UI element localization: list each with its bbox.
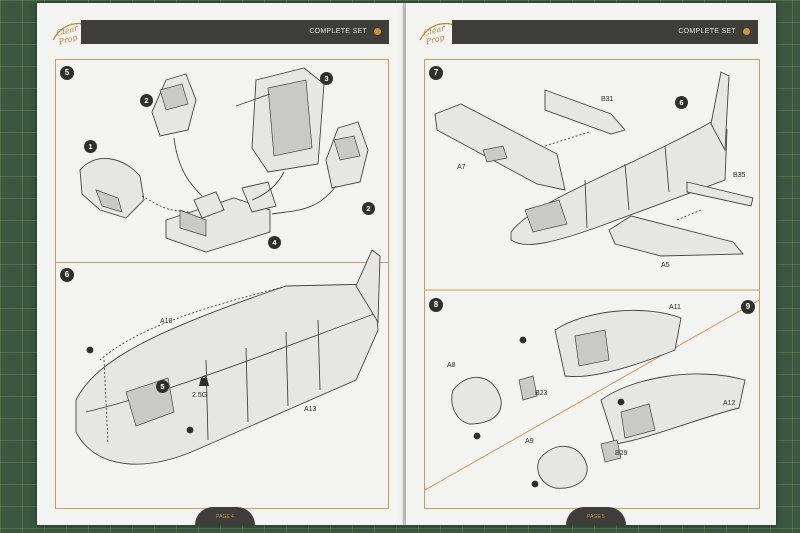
weight-icon xyxy=(199,375,209,386)
step-divider xyxy=(56,262,388,263)
steps-frame-right: 7 6 B31 A7 B35 A5 8 A11 A8 B23 9 A12 A9 … xyxy=(424,59,760,509)
callout-2-left: 2 xyxy=(140,94,153,107)
step-5-number: 5 xyxy=(60,66,74,80)
instruction-page-left: Clear Prop COMPLETE SET xyxy=(37,3,404,525)
screw-icons-left xyxy=(86,346,194,434)
assembly-drawing-left xyxy=(75,67,381,465)
page-number-tab: PAGE 5 xyxy=(566,507,626,525)
fuselage-drawing xyxy=(75,249,381,465)
callout-2-right: 2 xyxy=(362,202,375,215)
seat-drawing-right xyxy=(325,121,369,189)
nacelle-lower-drawing xyxy=(537,373,746,489)
armor-panel-drawing xyxy=(235,67,325,173)
screw-icons-right xyxy=(473,336,625,488)
page-header: COMPLETE SET xyxy=(452,20,758,44)
part-a12-label: A12 xyxy=(723,400,736,407)
step-7-number: 7 xyxy=(429,66,443,80)
header-dot-icon xyxy=(374,28,381,35)
flap-b31-drawing xyxy=(544,89,626,135)
callout-5: 5 xyxy=(156,380,169,393)
wing-right-drawing xyxy=(608,215,744,257)
callout-6: 6 xyxy=(675,96,688,109)
part-a8-label: A8 xyxy=(447,362,456,369)
flap-b35-drawing xyxy=(686,181,754,207)
cockpit-tub-drawing xyxy=(165,181,277,253)
part-b23-label: B23 xyxy=(535,390,548,397)
part-b31-label: B31 xyxy=(601,96,614,103)
instruction-page-right: Clear Prop COMPLETE SET xyxy=(406,3,776,525)
page-header: COMPLETE SET xyxy=(81,20,389,44)
callout-1: 1 xyxy=(84,140,97,153)
header-dot-icon xyxy=(743,28,750,35)
part-a10-label: A10 xyxy=(160,318,173,325)
page-number-tab: PAGE 4 xyxy=(195,507,255,525)
callout-4: 4 xyxy=(268,236,281,249)
part-a11-label: A11 xyxy=(669,304,681,311)
wing-left-drawing xyxy=(434,103,566,191)
part-a5-label: A5 xyxy=(661,262,670,269)
header-set-label: COMPLETE SET xyxy=(678,28,736,35)
part-b35-label: B35 xyxy=(733,172,746,179)
instrument-cover-drawing xyxy=(79,158,145,219)
part-a9-label: A9 xyxy=(525,438,534,445)
seat-drawing-left xyxy=(151,73,197,137)
part-b29-label: B29 xyxy=(615,450,628,457)
book-spine xyxy=(403,3,407,525)
step-8-number: 8 xyxy=(429,298,443,312)
steps-frame-left: 5 1 2 3 2 4 6 A10 A13 5 2.5G xyxy=(55,59,389,509)
part-a7-label: A7 xyxy=(457,164,466,171)
part-a13-label: A13 xyxy=(304,406,317,413)
weight-label: 2.5G xyxy=(192,392,208,399)
step-6-number: 6 xyxy=(60,268,74,282)
callout-3: 3 xyxy=(320,72,333,85)
step-9-number: 9 xyxy=(741,300,755,314)
fuselage-drawing xyxy=(510,71,730,245)
assembly-drawing-right xyxy=(425,71,759,491)
nacelle-upper-drawing xyxy=(451,309,682,425)
header-set-label: COMPLETE SET xyxy=(309,28,367,35)
